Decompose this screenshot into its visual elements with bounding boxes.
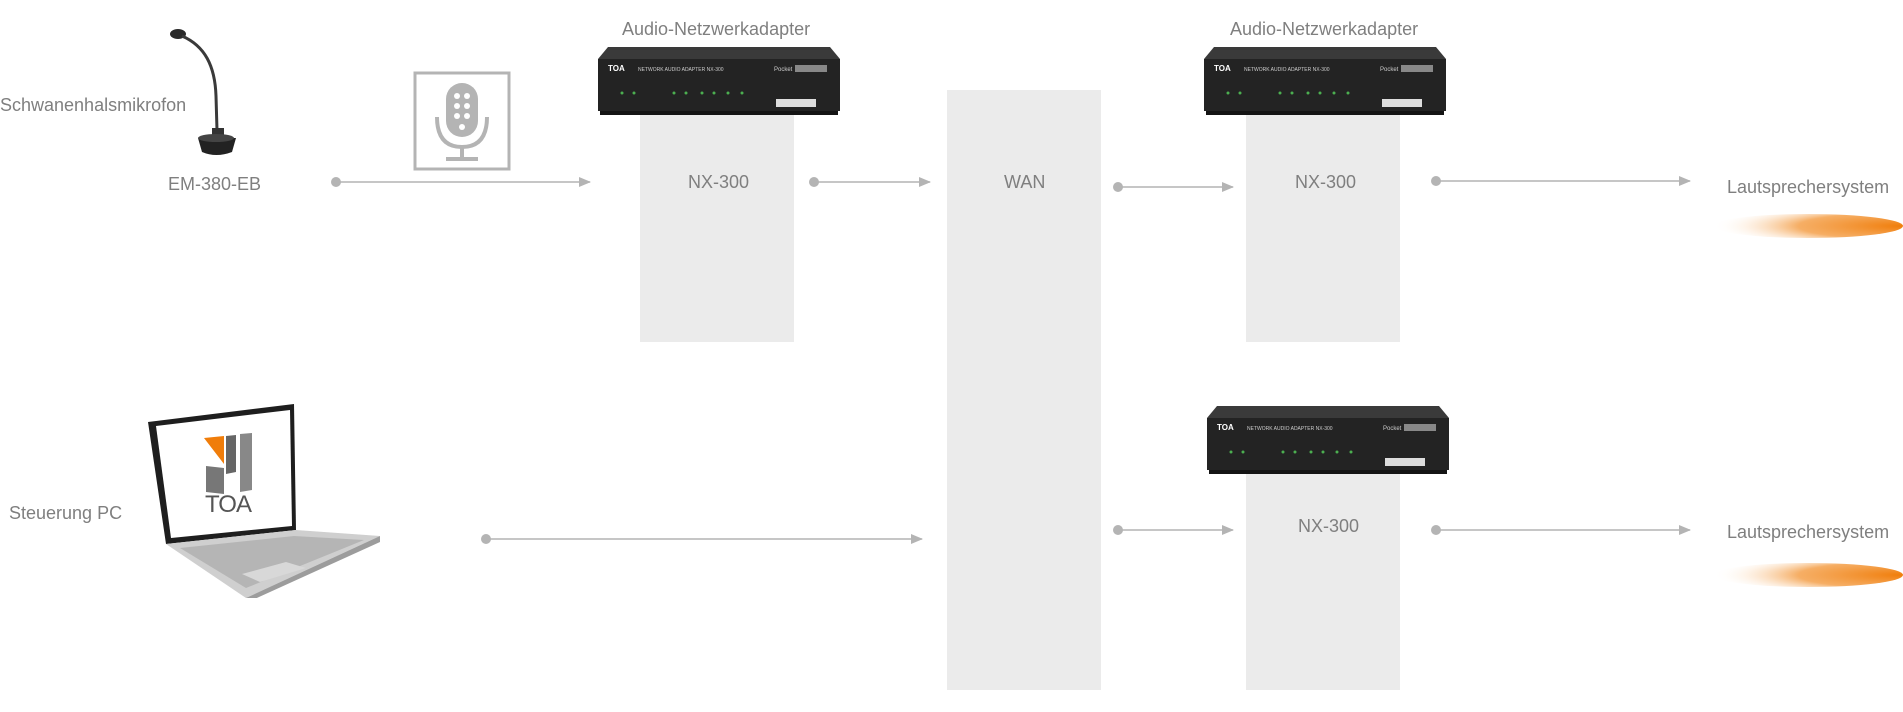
nx-300-label-1: NX-300 — [688, 172, 750, 192]
svg-text:NETWORK AUDIO ADAPTER NX-300: NETWORK AUDIO ADAPTER NX-300 — [1244, 67, 1330, 73]
wan-column — [947, 90, 1101, 690]
nx-300-label-2: NX-300 — [1295, 172, 1357, 192]
svg-text:Pocket: Pocket — [1383, 426, 1402, 432]
svg-text:Pocket: Pocket — [1380, 67, 1399, 73]
connector-dot — [1431, 525, 1441, 535]
adapter-title-2: Audio-Netzwerkadapter — [1230, 19, 1419, 39]
network-audio-adapter-device-3: TOA NETWORK AUDIO ADAPTER NX-300 Pocket — [1207, 406, 1449, 476]
svg-text:TOA: TOA — [205, 491, 252, 518]
nx-300-label-3: NX-300 — [1298, 516, 1360, 536]
connector-dot — [481, 534, 491, 544]
connector-dot — [1113, 182, 1123, 192]
svg-text:TOA: TOA — [1217, 423, 1234, 432]
svg-text:NETWORK AUDIO ADAPTER NX-300: NETWORK AUDIO ADAPTER NX-300 — [1247, 426, 1333, 432]
mic-model-label: EM-380-EB — [168, 174, 262, 194]
nx-column-2 — [1246, 112, 1400, 342]
gooseneck-microphone-icon — [160, 26, 240, 158]
nx-column-3 — [1246, 466, 1400, 690]
svg-text:NETWORK AUDIO ADAPTER NX-300: NETWORK AUDIO ADAPTER NX-300 — [638, 67, 724, 73]
mic-title-label: Schwanenhalsmikrofon — [0, 95, 187, 115]
svg-text:TOA: TOA — [608, 64, 625, 73]
connector-dot — [331, 177, 341, 187]
speaker-label-1: Lautsprechersystem — [1727, 177, 1890, 197]
connector-dot — [809, 177, 819, 187]
speaker-label-2: Lautsprechersystem — [1727, 522, 1890, 542]
network-audio-adapter-device-2: TOA NETWORK AUDIO ADAPTER NX-300 Pocket — [1204, 47, 1446, 117]
network-audio-adapter-device-1: TOA NETWORK AUDIO ADAPTER NX-300 Pocket — [598, 47, 840, 117]
nx-column-1 — [640, 112, 794, 342]
connector-dot — [1113, 525, 1123, 535]
pc-label: Steuerung PC — [9, 503, 123, 523]
adapter-title-1: Audio-Netzwerkadapter — [622, 19, 811, 39]
connector-dot — [1431, 176, 1441, 186]
svg-text:Pocket: Pocket — [774, 67, 793, 73]
speaker-wave-icon — [1713, 563, 1903, 587]
microphone-icon — [413, 71, 511, 171]
speaker-wave-icon — [1713, 214, 1903, 238]
laptop-icon: TOA — [146, 402, 382, 602]
wan-label: WAN — [1004, 172, 1046, 192]
svg-text:TOA: TOA — [1214, 64, 1231, 73]
